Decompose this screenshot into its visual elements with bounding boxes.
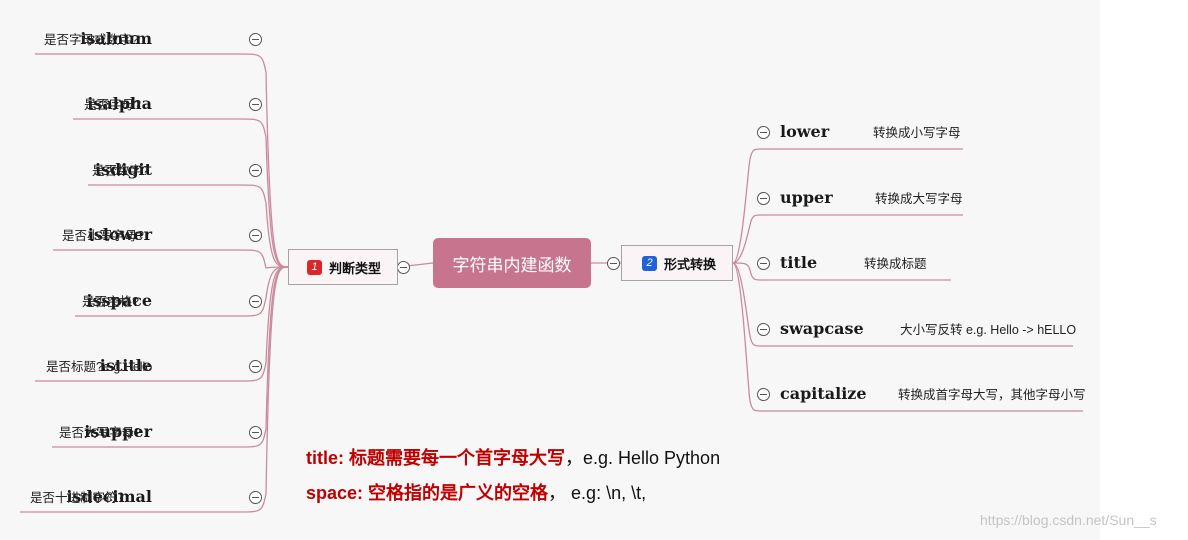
branch-judge-type[interactable]: 1 判断类型: [288, 249, 398, 285]
collapse-icon[interactable]: [249, 229, 262, 242]
function-swapcase[interactable]: swapcase: [780, 319, 864, 338]
description-capitalize: 转换成首字母大写，其他字母小写: [898, 388, 1086, 402]
branch-connector: [732, 148, 761, 264]
collapse-icon[interactable]: [249, 33, 262, 46]
collapse-icon[interactable]: [757, 126, 770, 139]
description-isdecimal: 是否十进制字符？: [30, 491, 131, 505]
branch-connector: [237, 249, 289, 269]
branch-connector: [732, 262, 761, 412]
central-topic-label: 字符串内建函数: [452, 255, 572, 275]
collapse-icon[interactable]: [249, 295, 262, 308]
function-upper[interactable]: upper: [780, 188, 833, 207]
description-upper: 转换成大写字母: [875, 192, 963, 206]
function-isalnum[interactable]: isalnum: [80, 29, 152, 48]
branch-connector: [237, 266, 289, 513]
branch-label: 判断类型: [329, 260, 382, 276]
description-isalpha: 是否字母?: [84, 98, 141, 112]
function-isalpha[interactable]: isalpha: [87, 94, 152, 113]
branch-format-convert[interactable]: 2 形式转换: [621, 245, 733, 281]
note-title: title: 标题需要每一个首字母大写，e.g. Hello Python: [306, 448, 721, 468]
branch-label: 形式转换: [664, 256, 717, 272]
branch-connector: [732, 262, 761, 281]
branch-connector: [237, 118, 289, 268]
collapse-icon[interactable]: [757, 388, 770, 401]
description-istitle: 是否标题?e.g.Hello: [46, 360, 153, 374]
collapse-icon[interactable]: [757, 323, 770, 336]
collapse-icon[interactable]: [249, 360, 262, 373]
collapse-icon[interactable]: [249, 164, 262, 177]
description-isspace: 是否空格?: [82, 295, 139, 309]
note-space: space: 空格指的是广义的空格， e.g: \n, \t,: [306, 483, 647, 503]
collapse-icon[interactable]: [249, 426, 262, 439]
function-isdecimal[interactable]: isdecimal: [66, 487, 152, 506]
number-one-icon: 1: [307, 259, 322, 275]
branch-connector: [237, 184, 289, 268]
branch-connector: [237, 266, 289, 317]
collapse-icon[interactable]: [757, 257, 770, 270]
function-isspace[interactable]: isspace: [86, 291, 152, 310]
collapse-icon[interactable]: [757, 192, 770, 205]
branch-connector: [237, 266, 289, 448]
description-lower: 转换成小写字母: [873, 126, 961, 140]
function-isupper[interactable]: isupper: [84, 422, 152, 441]
branch-connector: [732, 214, 761, 264]
branch-connector: [237, 266, 289, 382]
function-islower[interactable]: islower: [87, 225, 152, 244]
collapse-icon[interactable]: [249, 98, 262, 111]
function-capitalize[interactable]: capitalize: [780, 384, 867, 403]
description-isupper: 是否大写字母?: [59, 426, 141, 440]
left-collapse-icon[interactable]: [397, 261, 410, 274]
description-isalnum: 是否字母或数字?: [44, 33, 139, 47]
description-islower: 是否小写字母?: [62, 229, 144, 243]
number-two-icon: 2: [642, 255, 657, 271]
function-istitle[interactable]: istitle: [99, 356, 152, 375]
watermark: https://blog.csdn.net/Sun__s: [980, 512, 1157, 528]
right-collapse-icon[interactable]: [607, 257, 620, 270]
function-lower[interactable]: lower: [780, 122, 830, 141]
description-swapcase: 大小写反转 e.g. Hello -> hELLO: [900, 323, 1077, 337]
description-title: 转换成标题: [864, 257, 927, 271]
branch-connector: [732, 262, 761, 347]
branch-connector: [237, 53, 289, 268]
collapse-icon[interactable]: [249, 491, 262, 504]
function-title[interactable]: title: [780, 253, 818, 272]
description-isdigit: 是否数字?: [92, 164, 149, 178]
function-isdigit[interactable]: isdigit: [94, 160, 152, 179]
central-topic[interactable]: 字符串内建函数: [433, 238, 591, 288]
